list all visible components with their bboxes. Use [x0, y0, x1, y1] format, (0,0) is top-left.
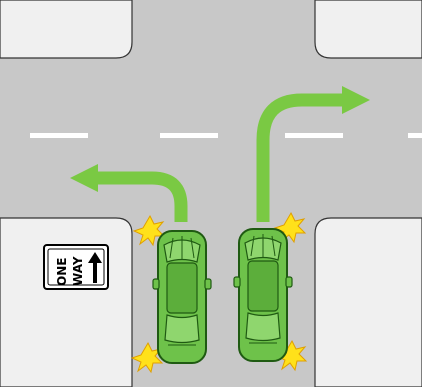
- corner-top-right: [315, 0, 422, 58]
- left-car: [153, 231, 211, 363]
- sign-line1: ONE: [55, 258, 69, 286]
- right-car: [234, 229, 292, 361]
- corner-bottom-right: [315, 218, 422, 387]
- corner-top-left: [0, 0, 132, 58]
- one-way-sign: ONE WAY: [44, 245, 108, 289]
- corner-bottom-left: [0, 218, 132, 387]
- sign-line2: WAY: [71, 256, 85, 286]
